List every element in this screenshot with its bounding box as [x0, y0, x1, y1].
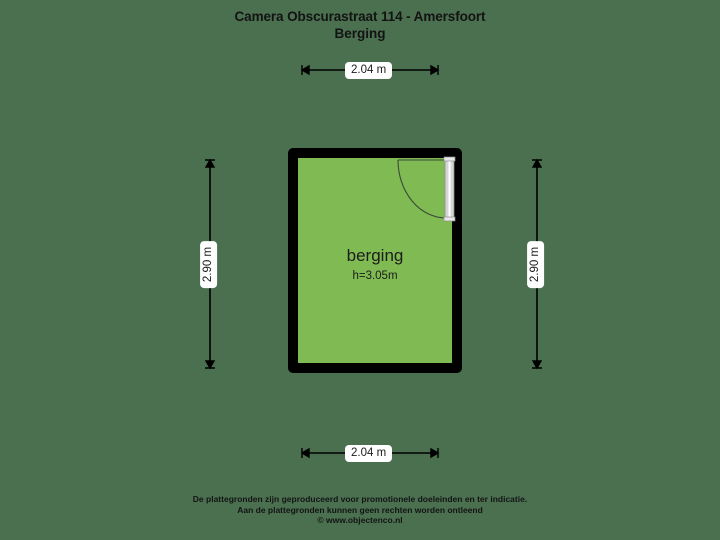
room-floor-berging — [298, 158, 452, 363]
room-label-group: berging h=3.05m — [298, 245, 452, 284]
title-floor-name: Berging — [334, 26, 386, 41]
disclaimer-line-1: De plattegronden zijn geproduceerd voor … — [192, 494, 528, 504]
dimension-label-right: 2.90 m — [527, 240, 545, 289]
room-height-label: h=3.05m — [352, 270, 398, 282]
copyright-line: © www.objectenco.nl — [317, 515, 403, 525]
disclaimer-line-2: Aan de plattegronden kunnen geen rechten… — [237, 504, 483, 515]
dimension-label-top: 2.04 m — [345, 62, 393, 79]
swing-door-icon — [397, 156, 456, 222]
title-address: Camera Obscurastraat 114 - Amersfoort — [234, 9, 486, 24]
dimension-label-bottom: 2.04 m — [345, 445, 393, 462]
room-name-label: berging — [346, 246, 404, 265]
footer-disclaimer: De plattegronden zijn geproduceerd voor … — [0, 494, 720, 526]
page-title: Camera Obscurastraat 114 - Amersfoort Be… — [0, 8, 720, 42]
dimension-label-left: 2.90 m — [200, 240, 218, 289]
